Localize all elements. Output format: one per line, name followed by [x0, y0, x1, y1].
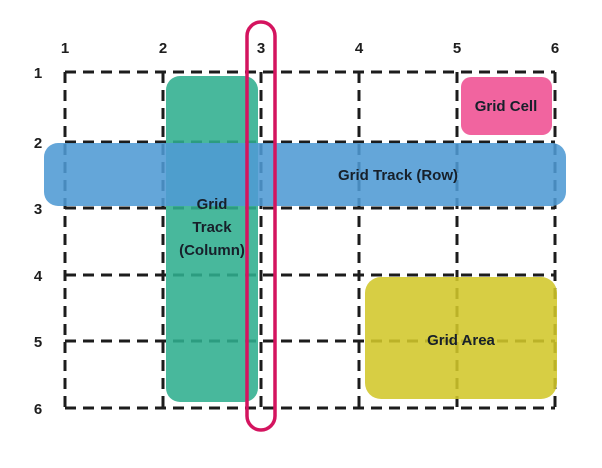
grid-lines: [63, 70, 557, 410]
grid-area-label: Grid Area: [427, 332, 495, 349]
column-number-3: 3: [257, 40, 265, 57]
column-line-numbers: 1 2 3 4 5 6: [61, 40, 559, 57]
column-number-5: 5: [453, 40, 461, 57]
grid-track-column-label-line3: (Column): [179, 242, 245, 259]
grid-cell-shape: [461, 77, 552, 135]
grid-cell-label: Grid Cell: [475, 98, 538, 115]
column-number-2: 2: [159, 40, 167, 57]
row-line-numbers: 1 2 3 4 5 6: [34, 65, 43, 418]
row-number-1: 1: [34, 65, 42, 82]
row-number-5: 5: [34, 334, 42, 351]
grid-track-row-label: Grid Track (Row): [338, 167, 458, 184]
row-number-2: 2: [34, 135, 42, 152]
grid-track-row-shape: [44, 143, 566, 206]
grid-line-highlight-outline: [245, 20, 277, 432]
column-number-6: 6: [551, 40, 559, 57]
row-number-4: 4: [34, 268, 43, 285]
grid-track-column-shape: [166, 76, 258, 402]
row-number-6: 6: [34, 401, 42, 418]
grid-track-column-label-line1: Grid: [197, 196, 228, 213]
grid-area-shape: [365, 277, 557, 399]
grid-track-column-label-line2: Track: [192, 219, 232, 236]
column-number-4: 4: [355, 40, 364, 57]
shape-labels: Grid Cell Grid Track (Row) Grid Track (C…: [179, 98, 537, 349]
row-number-3: 3: [34, 201, 42, 218]
column-number-1: 1: [61, 40, 69, 57]
